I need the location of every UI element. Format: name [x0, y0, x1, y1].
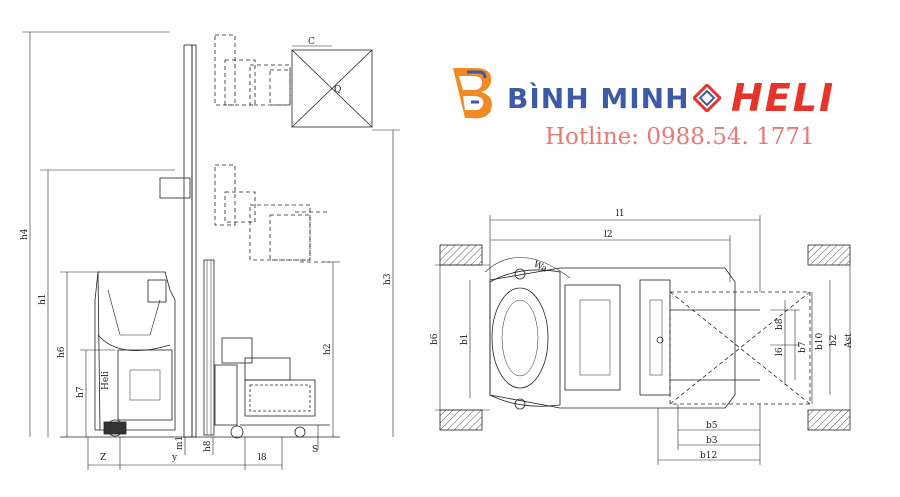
label-h6: h6 [57, 346, 67, 358]
top-view [435, 215, 851, 465]
label-c: C [308, 37, 315, 47]
hotline-text: Hotline: 0988.54. 1771 [545, 124, 815, 150]
label-q: Q [334, 85, 341, 95]
side-view: Heli [22, 31, 400, 470]
wall-bottom-right [807, 409, 851, 431]
label-y: y [171, 453, 178, 463]
label-b12: b12 [700, 451, 717, 461]
label-b7: b7 [798, 341, 808, 353]
label-b5: b5 [706, 421, 718, 431]
label-h2: h2 [323, 343, 333, 355]
binh-minh-logo-icon [453, 68, 492, 119]
label-b6: b6 [430, 333, 440, 345]
label-l1: l1 [616, 209, 625, 219]
steering-unit [147, 279, 167, 303]
side-view-labels: h4 h1 h6 h7 h3 h2 C Q Z y l8 m1 h8 S [20, 37, 393, 463]
top-dimension-lines [435, 215, 851, 465]
svg-text:Heli: Heli [101, 371, 111, 390]
dimension-lines [22, 31, 400, 470]
brand-name: BÌNH MINH [507, 82, 690, 115]
carriage [214, 364, 238, 426]
label-l6: l6 [775, 347, 785, 356]
load-wheel [230, 425, 244, 439]
label-h3: h3 [383, 273, 393, 285]
chassis-outline [489, 267, 736, 409]
label-m1: m1 [175, 436, 185, 450]
fork-carriage-top [639, 279, 671, 396]
brand-banner: BÌNH MINH HELI Hotline: 0988.54. 1771 [445, 62, 885, 162]
label-h4: h4 [20, 228, 30, 240]
label-l8: l8 [258, 453, 267, 463]
heli-diamond-icon [693, 84, 721, 112]
mast-outer [203, 259, 215, 436]
label-l2: l2 [604, 230, 613, 240]
top-view-labels: l1 l2 Wa b6 b1 b8 l6 b7 b10 b2 Ast b5 b3… [430, 209, 854, 461]
label-z: Z [100, 453, 106, 463]
battery-box [117, 349, 173, 421]
load-box [291, 49, 373, 128]
fork-head [221, 337, 253, 364]
label-b10: b10 [815, 333, 825, 350]
label-b8: b8 [775, 318, 785, 330]
wall-top-right [807, 244, 851, 266]
label-h1: h1 [38, 293, 48, 305]
wall-bottom-left [439, 409, 483, 431]
label-b3: b3 [706, 436, 718, 446]
label-ast: Ast [844, 333, 854, 349]
mast-top-block [159, 177, 191, 199]
label-b1: b1 [460, 334, 470, 346]
label-s: S [312, 445, 318, 455]
mast-inner [183, 44, 193, 438]
operator-compartment [489, 269, 561, 407]
pallet-low [244, 379, 316, 417]
heli-logo: HELI [731, 76, 836, 120]
truck-body [94, 271, 176, 431]
operator-seat [491, 287, 549, 389]
drive-unit [564, 284, 621, 391]
label-h7: h7 [76, 386, 86, 398]
label-b2: b2 [829, 335, 839, 347]
pallet-outline [669, 291, 811, 405]
label-h8: h8 [203, 440, 213, 452]
wall-top-left [439, 244, 483, 266]
raised-positions [214, 34, 330, 263]
mast-rail [191, 44, 197, 438]
